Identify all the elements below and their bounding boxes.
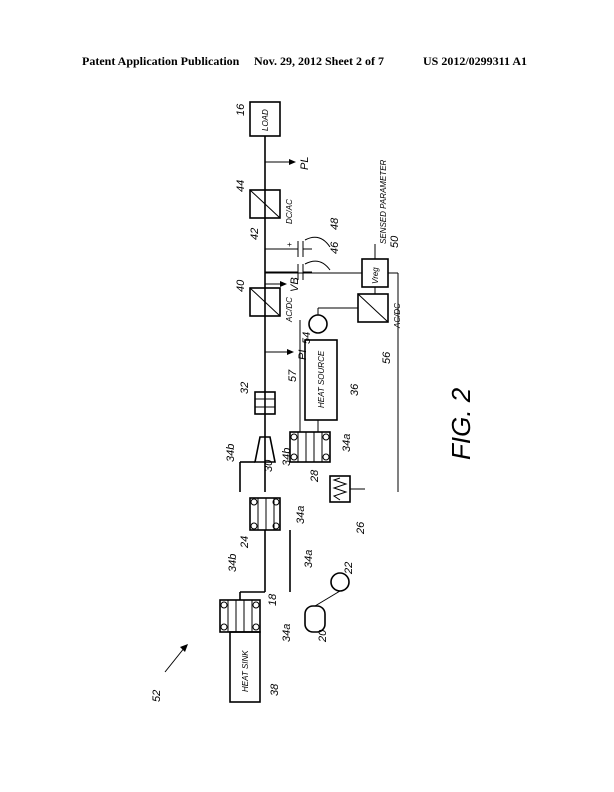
evaporator — [289, 431, 331, 463]
bus-ref: 42 — [249, 228, 261, 240]
vreg-ref: 50 — [389, 235, 401, 248]
heat-source-ref: 36 — [349, 383, 361, 396]
dc-ac-label: DC/AC — [285, 199, 294, 224]
sensed-parameter-label: SENSED PARAMETER — [379, 159, 388, 244]
heat-sink-ref: 38 — [269, 683, 281, 696]
publication-number: US 2012/0299311 A1 — [423, 54, 528, 68]
generator — [254, 391, 276, 415]
heat-sink-box — [229, 631, 261, 703]
page-header: Patent Application Publication Nov. 29, … — [0, 54, 614, 74]
vreg-label: Vreg — [371, 267, 380, 284]
load-label: LOAD — [261, 109, 270, 131]
pump-22-ref: 22 — [343, 562, 355, 575]
line-34a-ref-3: 34a — [303, 550, 315, 568]
publication-date-sheet: Nov. 29, 2012 Sheet 2 of 7 — [254, 54, 384, 68]
line-34a-ref-4: 34a — [281, 624, 293, 642]
dc-ac-converter — [249, 189, 281, 219]
recuperator-ref: 24 — [239, 536, 251, 549]
system-ref: 52 — [151, 690, 163, 702]
ac-dc-pump-ref: 56 — [381, 351, 393, 364]
condenser — [219, 599, 261, 633]
line-34a-ref-1: 34a — [341, 434, 353, 452]
power-in-label: PI — [297, 350, 309, 360]
heat-source-label: HEAT SOURCE — [317, 350, 326, 408]
expander-ref: 30 — [263, 459, 275, 472]
loop-ref: 57 — [287, 369, 299, 382]
recuperator — [249, 497, 281, 531]
capacitor-48-ref: 48 — [329, 217, 341, 230]
pump-54 — [308, 314, 328, 334]
publication-title: Patent Application Publication — [82, 54, 240, 68]
capacitor-plus: + — [285, 242, 294, 247]
receiver — [304, 605, 326, 633]
ac-dc-converter-main — [249, 287, 281, 317]
receiver-ref: 20 — [317, 629, 329, 643]
bus-voltage-label: VB — [289, 277, 301, 292]
power-load-label: PL — [299, 157, 311, 170]
load-ref: 16 — [235, 103, 247, 116]
evaporator-ref: 28 — [309, 469, 321, 483]
capacitor-46-ref: 46 — [329, 241, 341, 254]
line-34b-ref-1: 34b — [225, 444, 237, 462]
ac-dc-main-ref: 40 — [235, 279, 247, 292]
heater-ref: 26 — [355, 521, 367, 535]
heat-sink-label: HEAT SINK — [241, 650, 250, 692]
line-34b-ref-3: 34b — [227, 554, 239, 572]
ac-dc-main-label: AC/DC — [285, 297, 294, 323]
pump-22 — [330, 572, 350, 592]
heat-source-box — [304, 339, 338, 421]
expander — [254, 436, 276, 463]
pump-54-ref: 54 — [301, 332, 313, 344]
figure-caption: FIG. 2 — [446, 387, 476, 460]
generator-ref: 32 — [239, 382, 251, 394]
dc-ac-ref: 44 — [235, 180, 247, 192]
line-34a-ref-2: 34a — [295, 506, 307, 524]
condenser-ref: 18 — [267, 593, 279, 606]
line-34b-ref-2: 34b — [281, 448, 293, 466]
